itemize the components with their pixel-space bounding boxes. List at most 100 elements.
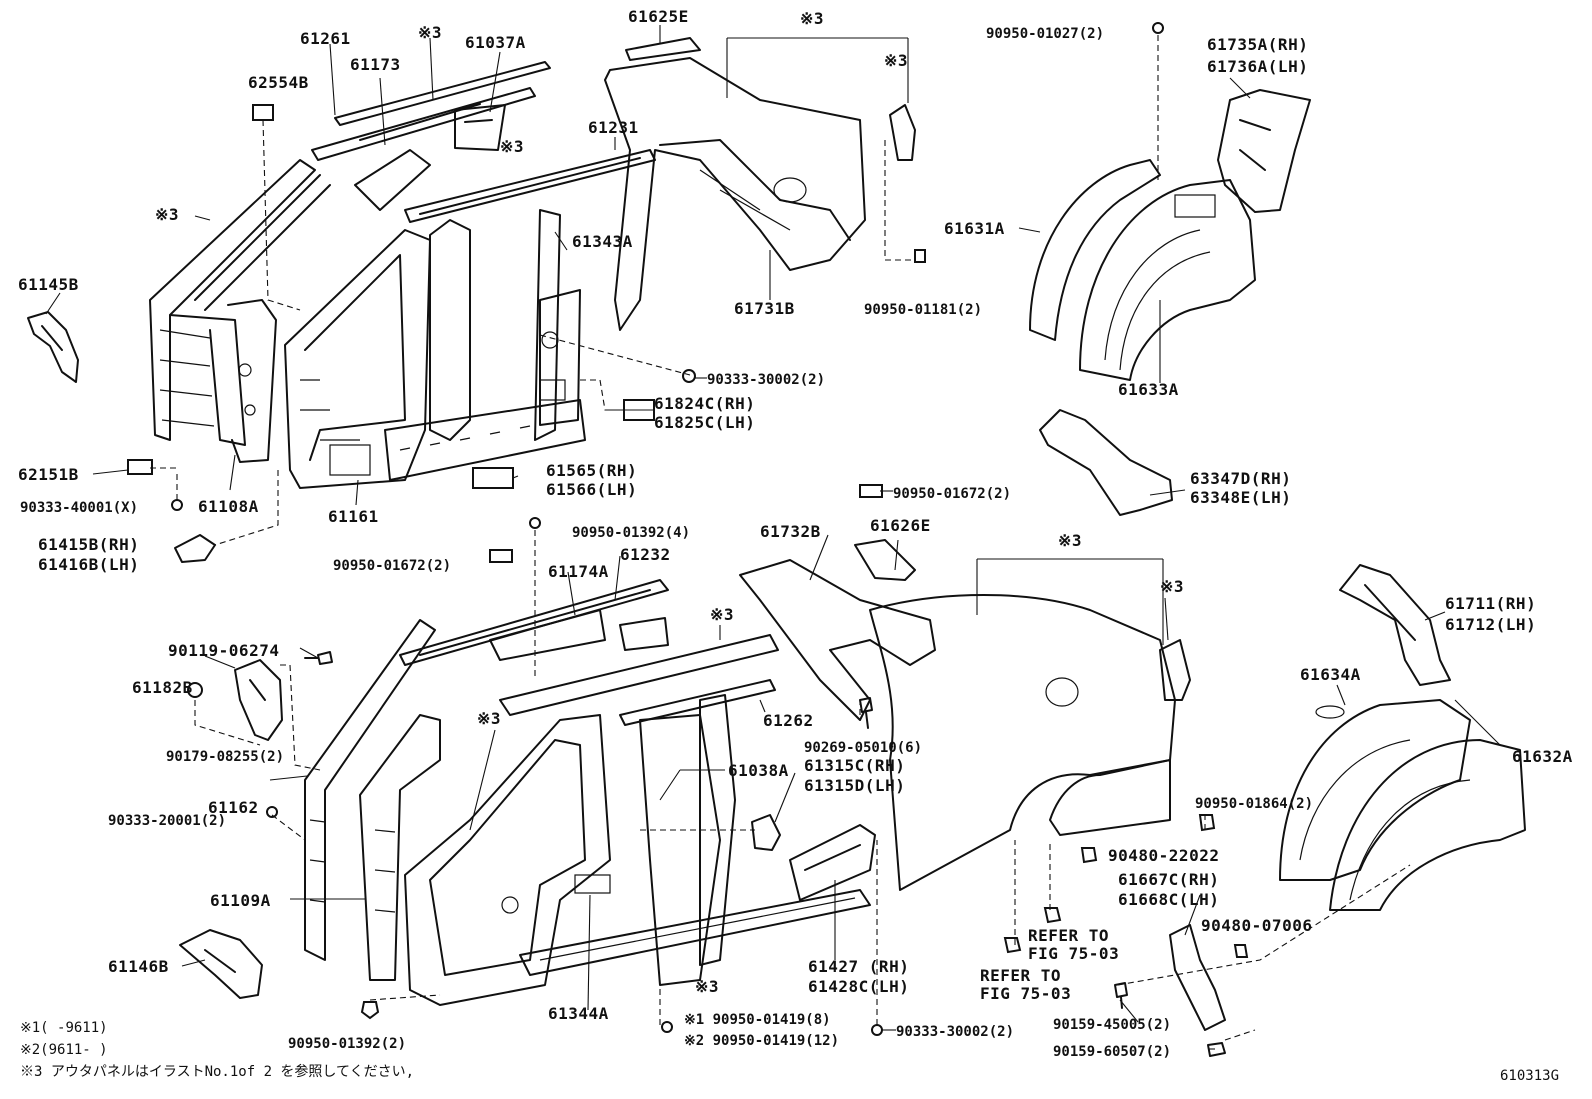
clip-90179-08255 [187, 682, 203, 698]
part-label: 61632A [1512, 747, 1573, 766]
part-label: 61626E [870, 516, 931, 535]
part-61146b [179, 929, 263, 999]
note-2: ※2(9611- ) [20, 1042, 108, 1058]
clip-90950-01027 [1152, 22, 1164, 34]
part-label: 90950-01392(4) [572, 525, 690, 541]
part-61038a [699, 694, 736, 966]
part-label: 62151B [18, 465, 79, 484]
part-label: 61735A(RH) [1207, 35, 1308, 54]
part-61711 [1339, 564, 1451, 686]
part-label: 61712(LH) [1445, 615, 1536, 634]
part-61415b [174, 534, 216, 563]
part-label: 63348E(LH) [1190, 488, 1291, 507]
part-label: 90333-40001(X) [20, 500, 138, 516]
part-label: 61631A [944, 219, 1005, 238]
part-label: 61146B [108, 957, 169, 976]
part-label: 90950-01672(2) [333, 558, 451, 574]
part-label: 61566(LH) [546, 480, 637, 499]
bolt-90159-45005 [1114, 982, 1128, 1009]
part-pad-90950-01672-b [489, 549, 513, 563]
part-label: 61731B [734, 299, 795, 318]
dashed-lines [150, 35, 1411, 1041]
part-label: 62554B [248, 73, 309, 92]
part-label: 90333-30002(2) [707, 372, 825, 388]
part-rear-bracket-lower [1159, 639, 1191, 701]
part-label: 61428C(LH) [808, 977, 909, 996]
clip-90950-01181 [914, 249, 926, 263]
part-label: 61173 [350, 55, 401, 74]
part-label: 61711(RH) [1445, 594, 1536, 613]
part-62554b [252, 104, 274, 121]
part-label: 90269-05010(6) [804, 740, 922, 756]
part-61315c [751, 814, 781, 851]
note-3: ※3 アウタパネルはイラストNo.1of 2 を参照してください, [20, 1063, 414, 1080]
part-61109a [304, 619, 441, 981]
part-label: 61668C(LH) [1118, 890, 1219, 909]
part-label: 61231 [588, 118, 639, 137]
bolt-90119-06274 [304, 651, 333, 665]
part-label: ※3 [710, 605, 734, 624]
part-63347d [1039, 409, 1173, 516]
part-61632a [1279, 699, 1526, 911]
part-61625e [625, 37, 701, 61]
part-label: ※3 [884, 51, 908, 70]
bolt-90159-60507 [1207, 1042, 1226, 1057]
part-label: 61174A [548, 562, 609, 581]
part-62151b [127, 459, 153, 475]
part-label: 61109A [210, 891, 271, 910]
part-label: FIG 75-03 [980, 984, 1071, 1003]
nut-90480-22022 [1080, 847, 1098, 864]
clip-90333-30002-b [871, 1024, 883, 1036]
part-61108a [149, 159, 331, 463]
clip-refer-1 [1043, 907, 1062, 924]
part-label: 90480-22022 [1108, 846, 1219, 865]
part-label: ※3 [418, 23, 442, 42]
part-label: ※3 [695, 977, 719, 996]
part-label: 61232 [620, 545, 671, 564]
part-label: 61315C(RH) [804, 756, 905, 775]
part-quarter-outer [869, 594, 1176, 891]
part-small-rear-bracket [889, 104, 916, 161]
part-label: 90950-01672(2) [893, 486, 1011, 502]
clip-90333-30002-a [682, 369, 696, 383]
part-label: 90159-45005(2) [1053, 1017, 1171, 1033]
part-61182b [234, 659, 283, 741]
part-label: 61108A [198, 497, 259, 516]
part-label: 61261 [300, 29, 351, 48]
part-61231 [404, 149, 656, 223]
part-pad-90950-01672-a [859, 484, 883, 498]
part-labels: 62554B6126161173※361037A※36123161625E※3※… [18, 7, 1573, 1060]
part-61262 [619, 679, 776, 726]
part-label: 61416B(LH) [38, 555, 139, 574]
part-label: 61633A [1118, 380, 1179, 399]
part-label: ※3 [500, 137, 524, 156]
part-label: 61415B(RH) [38, 535, 139, 554]
clip-90950-01419 [661, 1021, 673, 1033]
part-61633a [1079, 179, 1256, 381]
part-label: 61634A [1300, 665, 1361, 684]
part-label: ※3 [1058, 531, 1082, 550]
part-label: REFER TO [980, 966, 1061, 985]
clip-90950-01864 [1198, 814, 1216, 832]
part-61037a [454, 104, 506, 151]
part-61161 [284, 229, 431, 489]
part-bracket-center [619, 617, 669, 651]
part-label: 90480-07006 [1201, 916, 1312, 935]
note-1: ※1( -9611) [20, 1020, 108, 1036]
bolt-90269-05010 [859, 697, 873, 729]
part-61261 [334, 61, 551, 126]
part-label: 61161 [328, 507, 379, 526]
part-label: 90159-60507(2) [1053, 1044, 1171, 1060]
part-label: 90950-01392(2) [288, 1036, 406, 1052]
part-label: 61732B [760, 522, 821, 541]
part-label: 61736A(LH) [1207, 57, 1308, 76]
part-61667c [1169, 924, 1226, 1031]
part-61427 [789, 824, 876, 901]
part-roof-inner-lower [499, 634, 779, 716]
part-61343a [384, 209, 586, 481]
part-61344a [404, 714, 871, 1006]
part-label: 61625E [628, 7, 689, 26]
part-label: 63347D(RH) [1190, 469, 1291, 488]
part-61631a [1029, 159, 1161, 341]
clip-90333-20001 [266, 806, 278, 818]
